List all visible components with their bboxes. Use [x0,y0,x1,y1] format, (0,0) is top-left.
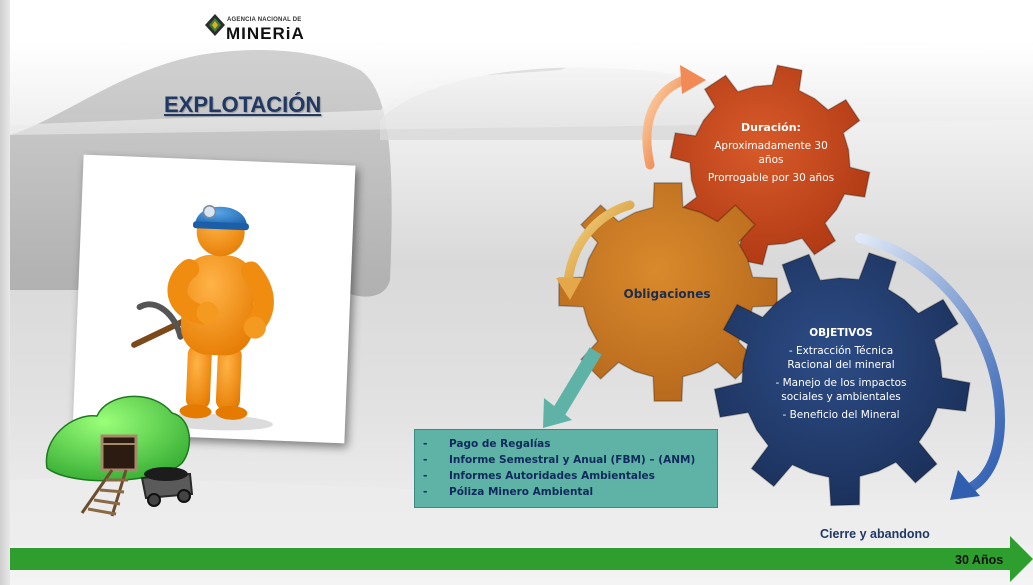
obligations-gear-text: Obligaciones [623,287,711,301]
cycle-arrow-left [563,200,635,287]
duration-heading: Duración: [741,121,801,134]
obligation-text: Pago de Regalías [449,438,551,450]
bullet-dash: - [423,486,428,498]
obligation-text: Informes Autoridades Ambientales [449,470,655,482]
cycle-arrow-top [642,73,695,170]
duration-gear-text: Duración: Aproximadamente 30 años Prorro… [707,121,835,189]
obligation-item: - Informes Autoridades Ambientales [423,468,709,484]
slide-title: EXPLOTACIÓN [164,92,322,117]
obligation-text: Informe Semestral y Anual (FBM) – (ANM) [449,454,696,466]
bullet-dash: - [423,438,428,450]
logo-agency-text: AGENCIA NACIONAL DE [227,17,302,23]
agency-logo: AGENCIA NACIONAL DE MINERiA [205,14,304,43]
obligation-item: - Pago de Regalías [423,436,709,452]
objective-item: - Beneficio del Mineral [782,409,900,421]
bullet-dash: - [423,454,428,466]
duration-gear [669,64,871,266]
objectives-heading: OBJETIVOS [809,327,873,339]
objective-item: - Manejo de los impactos sociales y ambi… [775,377,907,403]
objective-item: - Extracción Técnica Racional del minera… [787,345,895,371]
diamond-logo-icon [205,14,225,36]
duration-line-1: Aproximadamente 30 años [714,140,828,166]
cycle-arrow-right-head [950,470,980,500]
duration-line-2: Prorrogable por 30 años [707,172,835,184]
miner-figure-icon [131,204,274,431]
timeline-duration-label: 30 Años [955,553,1004,567]
obligation-item: - Informe Semestral y Anual (FBM) – (ANM) [423,452,709,468]
objectives-gear [713,251,971,507]
timeline-bar [10,548,1013,570]
miner-photo-frame [72,154,356,444]
objectives-gear-text: OBJETIVOS - Extracción Técnica Racional … [773,326,909,426]
mine-entrance-icon [45,395,194,517]
obligations-pointer-arrowhead [543,398,572,428]
timeline-arrowhead [1010,536,1033,582]
obligations-pointer-arrow [550,347,602,420]
cycle-arrow-left-head [556,278,582,300]
logo-brand-text: MINERiA [226,24,305,43]
obligations-list-box: - Pago de Regalías - Informe Semestral y A… [414,429,718,508]
left-edge-bar [0,0,10,585]
cycle-arrow-right [855,233,1006,493]
obligation-item: - Póliza Minero Ambiental [423,484,709,500]
timeline-end-label: Cierre y abandono [820,527,930,541]
cycle-arrow-top-head [680,65,706,94]
bullet-dash: - [423,470,428,482]
obligation-text: Póliza Minero Ambiental [449,486,594,498]
